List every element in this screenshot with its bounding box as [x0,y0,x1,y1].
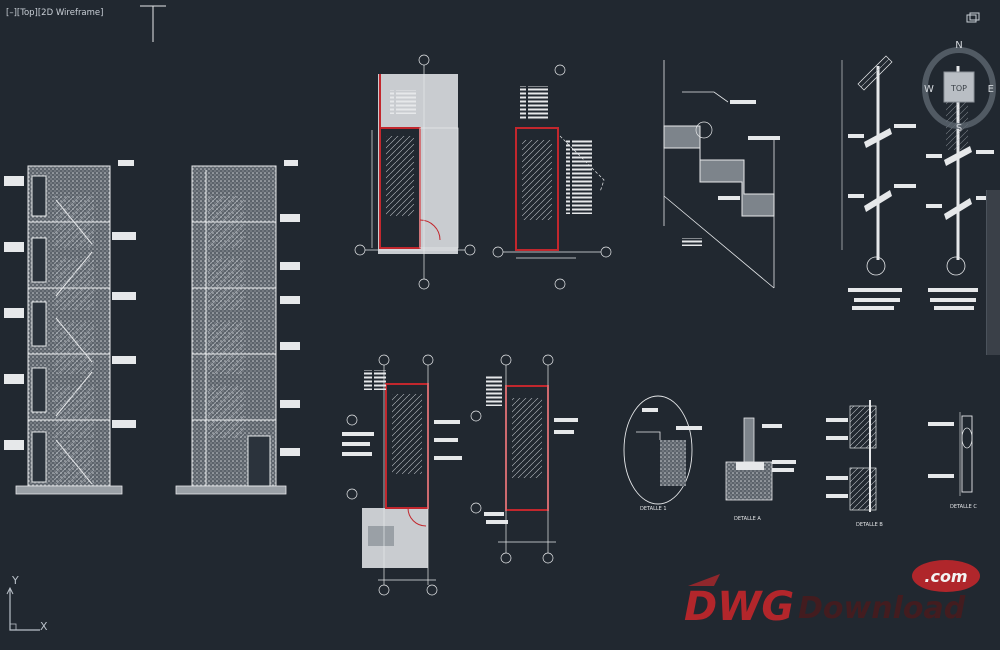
compass-south-label: S [956,123,962,132]
detail-c-label: DETALLE C [950,504,977,510]
stair-section-a [4,160,136,495]
svg-text:DWG: DWG [684,584,794,630]
railing-detail-1 [841,55,916,310]
detail-a: DETALLE A [725,417,796,522]
viewport-controls-label[interactable]: [–][Top][2D Wireframe] [6,8,104,18]
svg-text:Download: Download [798,591,966,626]
viewcube-icon[interactable]: TOP N W E S [920,36,998,132]
svg-text:.com: .com [924,567,967,586]
crosshair-icon [140,5,166,42]
detail-b: DETALLE B [826,400,883,528]
detail-1: DETALLE 1 [623,395,702,512]
detail-c: DETALLE C [928,412,977,510]
stair-plan-2 [492,64,612,290]
navigation-bar[interactable] [986,190,1000,355]
compass-east-label: E [988,84,994,95]
detail-b-label: DETALLE B [856,522,883,528]
stair-profile-detail [663,60,780,289]
dwgdownload-watermark-logo: .com DWG Download [684,560,980,630]
viewcube-face-label: TOP [950,84,967,93]
stair-plan-4 [470,354,578,564]
ucs-x-label: X [40,620,48,633]
ucs-y-label: Y [12,574,19,587]
railing-detail-2 [926,66,994,310]
stair-section-b [175,160,300,495]
compass-west-label: W [924,84,934,95]
detail-1-label: DETALLE 1 [640,506,667,512]
stair-plan-3 [342,354,462,596]
restore-icon[interactable] [966,12,980,24]
ucs-icon: Y X [4,574,54,640]
compass-north-label: N [955,40,962,51]
stair-plan-1 [354,54,476,290]
detail-a-label: DETALLE A [734,516,761,522]
